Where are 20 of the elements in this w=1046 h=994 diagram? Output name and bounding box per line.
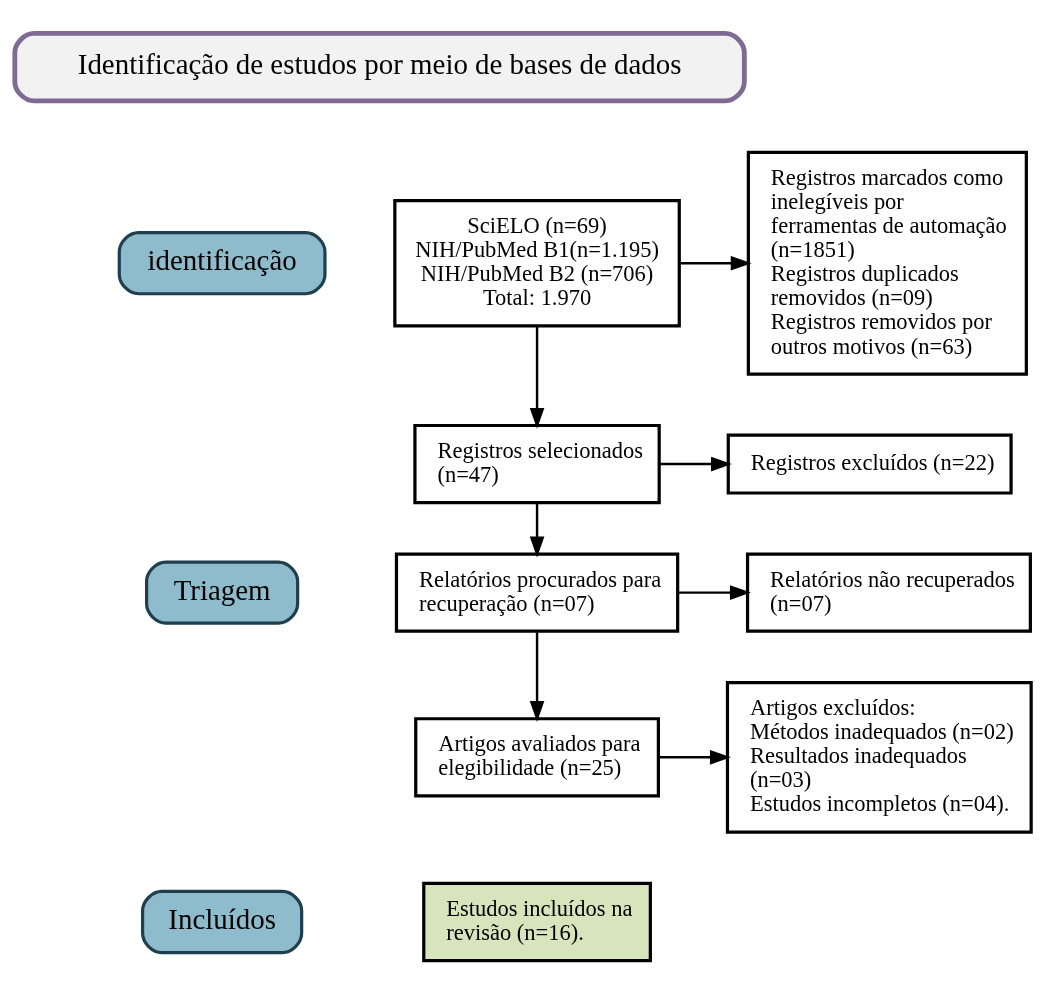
node-box: identificação — [117, 231, 327, 296]
arrow — [529, 326, 545, 429]
arrow — [659, 456, 732, 472]
node-box: Triagem — [145, 560, 300, 625]
node-box: Registros selecionados (n=47) — [413, 423, 661, 505]
node-box: Artigos avaliados para elegibilidade (n=25) — [414, 717, 660, 798]
node-box: Registros excluídos (n=22) — [726, 433, 1013, 495]
arrow — [679, 255, 752, 271]
node-box: Identificação de estudos por meio de bases de dados — [12, 31, 747, 104]
arrow — [529, 631, 545, 722]
node-box: Registros marcados como inelegíveis por ferramentas de automação (n=1851) Registros duplicados removidos (n=09) Registros removidos por outros motivos (n=63) — [746, 150, 1028, 376]
arrow — [529, 503, 545, 558]
node-box: Relatórios procurados para recuperação (n=07) — [394, 552, 680, 633]
node-box: SciELO (n=69) NIH/PubMed B1(n=1.195) NIH/PubMed B2 (n=706) Total: 1.970 — [393, 198, 681, 328]
node-box: Relatórios não recuperados (n=07) — [745, 552, 1032, 633]
node-box: Incluídos — [140, 889, 304, 955]
node-box: Artigos excluídos: Métodos inadequados (n=02) Resultados inadequados (n=03) Estudos incompletos (n=04). — [725, 681, 1033, 834]
arrow — [677, 585, 751, 600]
node-box: Estudos incluídos na revisão (n=16). — [422, 881, 652, 963]
arrow — [658, 750, 731, 765]
